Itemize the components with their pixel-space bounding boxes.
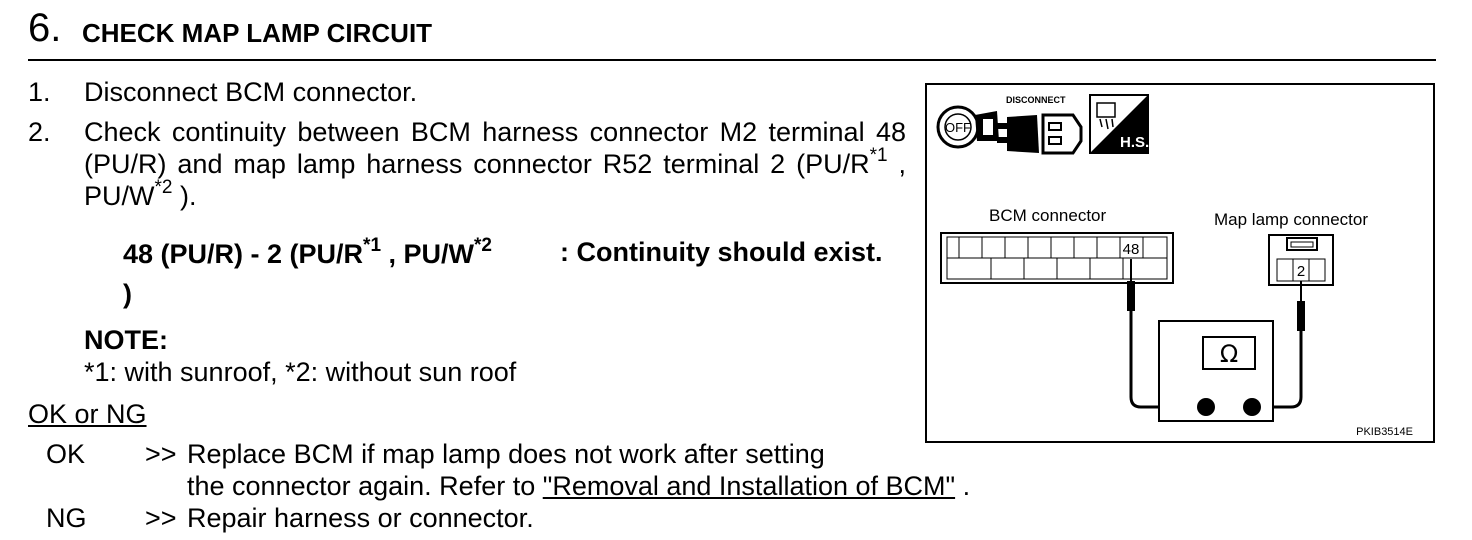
section-title: CHECK MAP LAMP CIRCUIT — [82, 18, 433, 48]
ok-arrow: >> — [145, 439, 177, 469]
disconnect-label: DISCONNECT — [1006, 95, 1066, 105]
spec-result: : Continuity should exist. — [560, 237, 883, 267]
footnote-1-mark: *1 — [869, 145, 888, 166]
ok-line1: Replace BCM if map lamp does not work af… — [187, 439, 825, 469]
spec-left: 48 (PU/R) - 2 (PU/R*1 , PU/W*2 — [123, 235, 492, 270]
spec-main: 48 (PU/R) - 2 (PU/R — [123, 239, 364, 269]
harness-side-icon: H.S. — [1089, 94, 1149, 154]
ng-arrow: >> — [145, 503, 177, 533]
step-1-number: 1. — [28, 77, 51, 107]
ohmmeter: Ω — [1158, 320, 1274, 422]
spec-left-end: ) — [123, 279, 132, 309]
step-2-end: ). — [172, 181, 197, 211]
note-label: NOTE: — [84, 325, 168, 355]
disconnect-icon: DISCONNECT — [997, 95, 1083, 155]
ng-label: NG — [46, 503, 87, 533]
continuity-diagram: OFF DISCONNECT H.S. BCM connector Map la… — [925, 83, 1435, 443]
step-number: 6. — [28, 6, 62, 50]
step-1-text: Disconnect BCM connector. — [84, 77, 418, 107]
figure-code: PKIB3514E — [1356, 426, 1413, 438]
note-text: *1: with sunroof, *2: without sun roof — [84, 357, 517, 387]
spec-footnote-2: *2 — [474, 235, 492, 256]
off-label: OFF — [945, 120, 971, 135]
spec-mid: , PU/W — [381, 239, 475, 269]
bcm-removal-link[interactable]: "Removal and Installation of BCM" — [542, 471, 956, 501]
ok-ng-title: OK or NG — [28, 399, 147, 429]
ignition-off-icon: OFF — [936, 105, 999, 149]
ok-line2-prefix: the connector again. Refer to — [187, 471, 543, 501]
map-lamp-connector-label: Map lamp connector — [1214, 210, 1368, 229]
section-heading: 6. CHECK MAP LAMP CIRCUIT — [28, 6, 1436, 61]
ok-line2: the connector again. Refer to "Removal a… — [187, 470, 970, 502]
ng-text: Repair harness or connector. — [187, 503, 534, 533]
step-2-text: Check continuity between BCM harness con… — [84, 116, 906, 212]
ok-label: OK — [46, 439, 86, 469]
ohm-symbol: Ω — [1220, 340, 1238, 368]
ok-line2-suffix: . — [955, 471, 971, 501]
map-lamp-connector: 2 — [1268, 234, 1334, 286]
bcm-connector-label: BCM connector — [989, 206, 1106, 225]
step-2-mid: , PU/W — [84, 149, 906, 211]
test-probes — [1127, 259, 1305, 409]
step-2-main: Check continuity between BCM harness con… — [84, 117, 906, 179]
hs-label: H.S. — [1120, 134, 1149, 151]
map-terminal-label: 2 — [1297, 263, 1305, 280]
step-2-number: 2. — [28, 117, 51, 147]
bcm-connector: 48 — [940, 232, 1174, 284]
footnote-2-mark: *2 — [154, 177, 173, 198]
diagram-drawing: OFF DISCONNECT H.S. BCM connector Map la… — [936, 94, 1413, 438]
spec-footnote-1: *1 — [363, 235, 382, 256]
bcm-terminal-label: 48 — [1123, 241, 1140, 258]
